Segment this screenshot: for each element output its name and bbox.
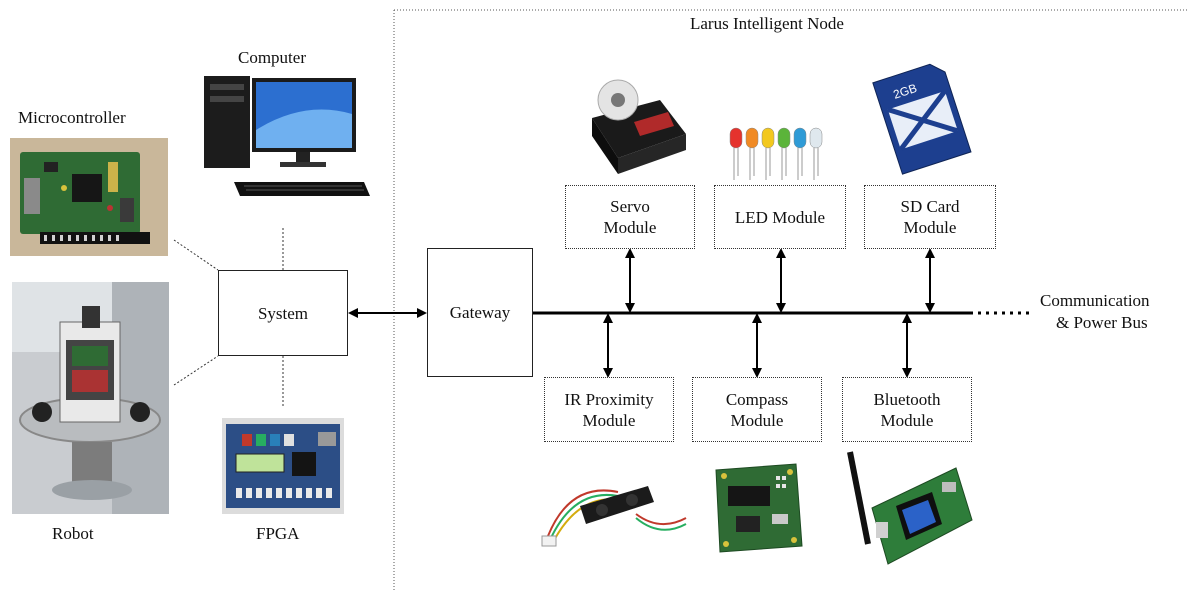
compass-module-box: Compass Module: [692, 377, 822, 442]
computer-label: Computer: [238, 48, 306, 67]
led-module-label: LED Module: [734, 207, 826, 227]
bluetooth-photo-icon: [847, 451, 973, 565]
ir-sensor-photo-icon: [541, 486, 687, 547]
robot-label: Robot: [52, 524, 94, 543]
ir-module-label-1: IR Proximity: [564, 389, 654, 409]
sdcard-module-label-2: Module: [903, 218, 957, 237]
led-module-box: LED Module: [714, 185, 846, 249]
sdcard-module-label-1: SD Card: [900, 197, 960, 216]
led-bulb-3: [777, 127, 791, 149]
led-bulb-5: [809, 127, 823, 149]
compass-module-label-2: Module: [730, 410, 784, 430]
led-bulb-2: [761, 127, 775, 149]
fpga-photo-icon: [222, 418, 344, 514]
system-label: System: [257, 303, 309, 323]
system-box: System: [218, 270, 348, 356]
ir-module-label-2: Module: [582, 410, 636, 430]
servo-photo-icon: [592, 79, 686, 174]
microcontroller-label: Microcontroller: [18, 108, 126, 127]
servo-module-label-1: Servo: [610, 197, 650, 216]
bluetooth-module-box: Bluetooth Module: [842, 377, 972, 442]
bluetooth-module-label-2: Module: [880, 410, 934, 430]
node-title: Larus Intelligent Node: [690, 14, 844, 33]
microcontroller-photo-icon: [10, 138, 168, 256]
bus-label-line-1: Communication: [1040, 291, 1150, 310]
bus-label: Communication & Power Bus: [1040, 290, 1150, 334]
compass-photo-icon: [715, 463, 803, 553]
compass-module-label-1: Compass: [725, 389, 789, 409]
led-bulb-1: [745, 127, 759, 149]
servo-module-box: Servo Module: [565, 185, 695, 249]
ir-module-box: IR Proximity Module: [544, 377, 674, 442]
gateway-label: Gateway: [449, 303, 511, 322]
sd-card-photo-icon: 2GB: [872, 63, 972, 175]
sdcard-module-box: SD Card Module: [864, 185, 996, 249]
node-boundary: [393, 9, 1188, 592]
fpga-label: FPGA: [256, 524, 300, 543]
gateway-box: Gateway: [427, 248, 533, 377]
bluetooth-module-label-1: Bluetooth: [873, 389, 941, 409]
led-bulb-0: [729, 127, 743, 149]
led-photo-icon: [729, 127, 823, 180]
servo-module-label-2: Module: [603, 218, 657, 237]
led-bulb-4: [793, 127, 807, 149]
computer-photo-icon: [204, 76, 370, 196]
left-connectors: [173, 228, 284, 408]
robot-photo-icon: [12, 282, 169, 514]
bus-label-line-2: & Power Bus: [1056, 313, 1148, 332]
